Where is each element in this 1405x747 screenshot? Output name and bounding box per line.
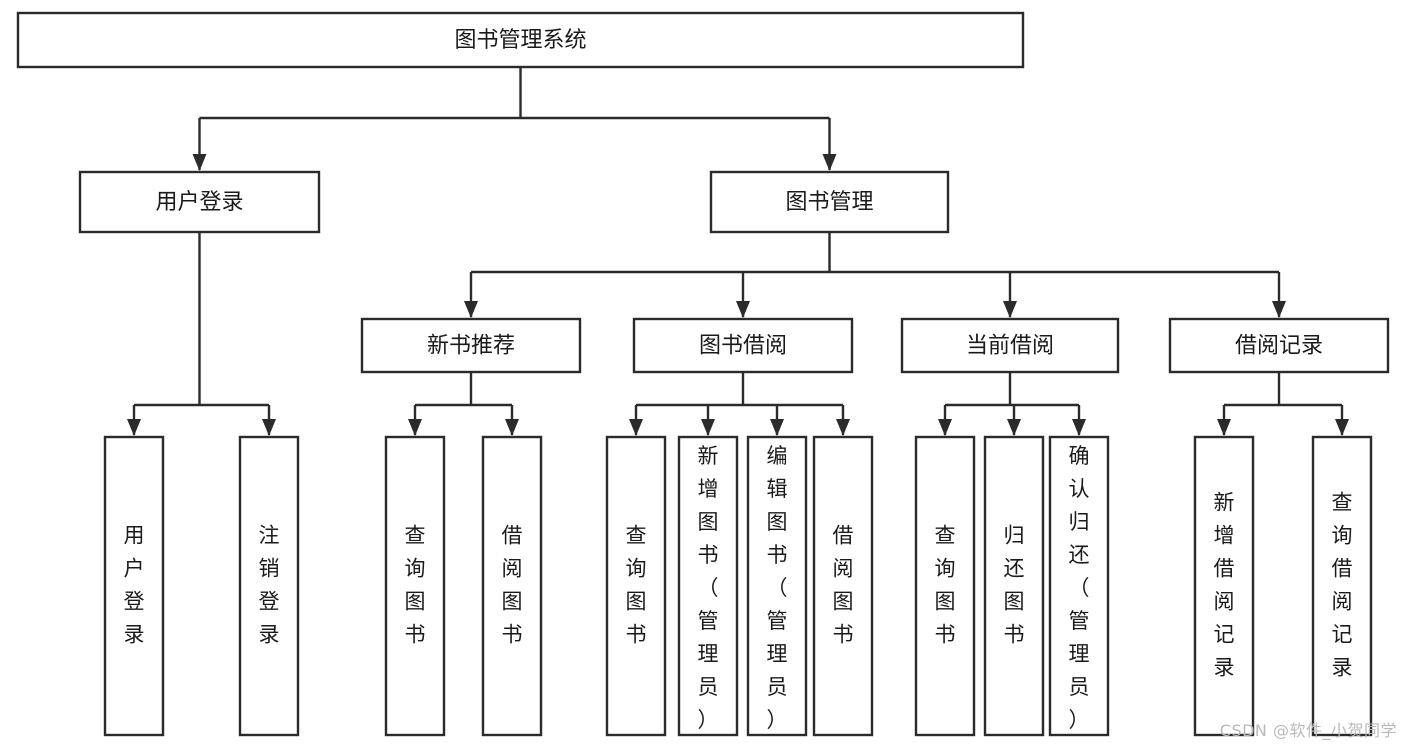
node-label: 归还图书 [1004,524,1025,647]
node-leaf-用户登录[interactable]: 用户登录 [103,435,165,737]
node-box [1193,435,1255,737]
node-label: 用户登录 [155,190,243,215]
node-label: 借阅图书 [833,524,854,647]
arrow-head-icon [770,419,784,436]
node-leaf-新增借阅记录[interactable]: 新增借阅记录 [1193,435,1255,737]
node-label: 图书管理系统 [454,28,586,53]
arrow-head-icon [822,154,837,171]
connector-group-leafgroup-用户登录 [127,232,276,436]
node-leaf-借阅图书[interactable]: 借阅图书 [812,435,874,737]
node-box [1048,435,1110,737]
node-box [677,435,739,737]
arrow-head-icon [938,419,952,436]
node-label: 当前借阅 [966,334,1054,359]
arrow-head-icon [1072,419,1086,436]
node-box [746,435,808,737]
arrow-head-icon [1003,301,1017,318]
node-label: 新增借阅记录 [1214,491,1235,680]
node-l3-借阅记录[interactable]: 借阅记录 [1168,317,1390,374]
node-l2-用户登录[interactable]: 用户登录 [78,170,321,234]
node-leaf-查询图书[interactable]: 查询图书 [914,435,976,737]
arrow-head-icon [192,154,207,171]
arrow-head-icon [262,419,276,436]
node-leaf-注销登录[interactable]: 注销登录 [238,435,300,737]
node-label: 查询借阅记录 [1332,491,1353,680]
node-label: 查询图书 [935,524,956,647]
node-label: 编辑图书（管理员） [767,444,788,732]
arrow-head-icon [408,419,422,436]
node-box [709,170,950,234]
node-box [78,170,321,234]
node-box [238,435,300,737]
connector-group-bookmgmt-to-level3 [464,232,1286,318]
arrow-head-icon [701,419,715,436]
arrow-head-icon [1007,419,1021,436]
node-label: 确认归还（管理员） [1069,444,1090,732]
node-leaf-编辑图书管理员[interactable]: 编辑图书（管理员） [746,435,808,737]
node-box [103,435,165,737]
arrow-head-icon [127,419,141,436]
node-layer: 图书管理系统用户登录图书管理新书推荐图书借阅当前借阅借阅记录用户登录注销登录查询… [16,11,1390,737]
node-label: 图书借阅 [699,334,787,359]
node-box [481,435,543,737]
node-box [1168,317,1390,374]
node-label: 查询图书 [405,524,426,647]
node-label: 新增图书（管理员） [698,444,719,732]
node-leaf-新增图书管理员[interactable]: 新增图书（管理员） [677,435,739,737]
node-leaf-确认归还管理员[interactable]: 确认归还（管理员） [1048,435,1110,737]
node-l2-图书管理[interactable]: 图书管理 [709,170,950,234]
connector-group-leafgroup-新书推荐 [408,372,519,436]
node-box [1311,435,1373,737]
node-box [605,435,667,737]
arrow-head-icon [1217,419,1231,436]
node-label: 用户登录 [124,524,145,647]
connector-group-leafgroup-当前借阅 [938,372,1086,436]
node-leaf-借阅图书[interactable]: 借阅图书 [481,435,543,737]
arrow-head-icon [629,419,643,436]
node-label: 图书管理 [785,190,873,215]
node-l3-新书推荐[interactable]: 新书推荐 [360,317,582,374]
node-box [812,435,874,737]
node-label: 查询图书 [626,524,647,647]
node-box [360,317,582,374]
arrow-head-icon [736,301,750,318]
node-label: 注销登录 [259,524,280,647]
arrow-head-icon [464,301,478,318]
connector-layer [127,67,1349,436]
node-box [16,11,1025,69]
arrow-head-icon [836,419,850,436]
node-leaf-查询图书[interactable]: 查询图书 [605,435,667,737]
node-label: 借阅图书 [502,524,523,647]
node-box [914,435,976,737]
node-box [632,317,854,374]
node-root-图书管理系统[interactable]: 图书管理系统 [16,11,1025,69]
node-label: 新书推荐 [427,334,515,359]
node-leaf-归还图书[interactable]: 归还图书 [983,435,1045,737]
connector-group-root-to-level2 [192,67,837,171]
connector-group-leafgroup-图书借阅 [629,372,850,436]
node-l3-图书借阅[interactable]: 图书借阅 [632,317,854,374]
node-box [384,435,446,737]
arrow-head-icon [1272,301,1286,318]
node-l3-当前借阅[interactable]: 当前借阅 [900,317,1120,374]
arrow-head-icon [505,419,519,436]
node-leaf-查询图书[interactable]: 查询图书 [384,435,446,737]
node-box [983,435,1045,737]
node-leaf-查询借阅记录[interactable]: 查询借阅记录 [1311,435,1373,737]
connector-group-leafgroup-借阅记录 [1217,372,1349,436]
node-label: 借阅记录 [1235,334,1323,359]
arrow-head-icon [1335,419,1349,436]
node-box [900,317,1120,374]
